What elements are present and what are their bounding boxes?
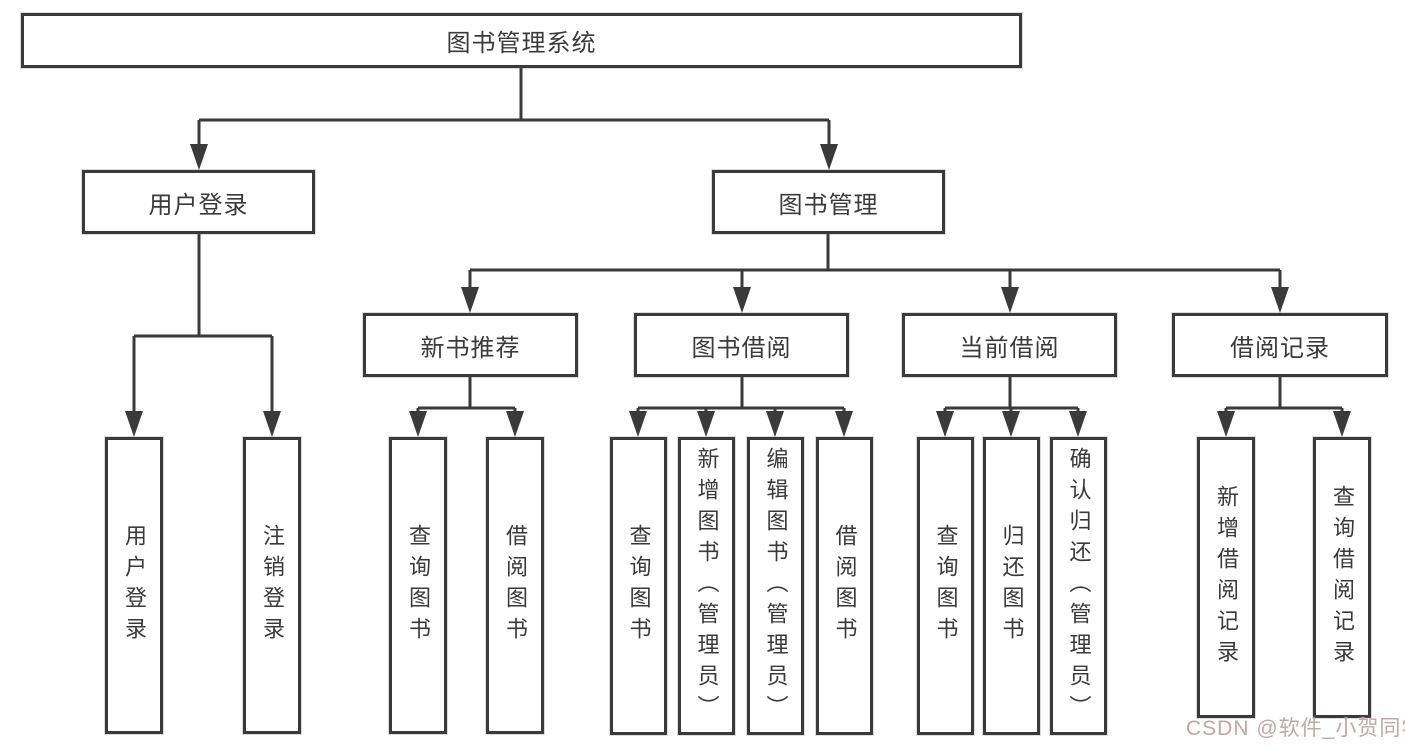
- leaf-borrow-books-recommend: 借阅图书: [486, 437, 544, 734]
- leaf-borrow-books: 借阅图书: [816, 437, 873, 735]
- connector-root-to-level2: [197, 68, 831, 146]
- node-new-book-recommend: 新书推荐: [363, 313, 578, 377]
- node-book-management: 图书管理: [712, 170, 945, 234]
- leaf-add-books-admin: 新增图书（管理员）: [678, 437, 735, 735]
- arrow-down-icon: [409, 411, 427, 437]
- node-book-borrow: 图书借阅: [634, 313, 849, 377]
- leaf-query-books-current: 查询图书: [917, 437, 974, 735]
- connector-current-borrow-children: [943, 377, 1080, 413]
- connector-book-borrow-children: [636, 377, 846, 413]
- connector-user-login-children: [132, 234, 274, 413]
- node-root: 图书管理系统: [21, 13, 1022, 68]
- arrow-down-icon: [190, 144, 208, 170]
- leaf-add-borrow-record: 新增借阅记录: [1197, 437, 1255, 718]
- node-current-borrow: 当前借阅: [902, 313, 1117, 377]
- leaf-user-login: 用户登录: [105, 437, 163, 734]
- arrow-down-icon: [766, 411, 784, 437]
- leaf-confirm-return-admin: 确认归还（管理员）: [1050, 437, 1107, 735]
- arrow-down-icon: [1002, 411, 1020, 437]
- arrow-down-icon: [506, 411, 524, 437]
- arrow-down-icon: [1271, 287, 1289, 313]
- arrow-down-icon: [936, 411, 954, 437]
- arrow-down-icon: [1001, 287, 1019, 313]
- connector-borrow-record-children: [1224, 377, 1344, 413]
- leaf-query-books-borrow: 查询图书: [610, 437, 667, 735]
- leaf-query-books-recommend: 查询图书: [389, 437, 447, 734]
- watermark: CSDN @软件_小贺同学: [1186, 717, 1405, 740]
- connector-book-mgmt-to-level3: [468, 234, 1282, 289]
- arrow-down-icon: [835, 411, 853, 437]
- arrow-down-icon: [1217, 411, 1235, 437]
- leaf-edit-books-admin: 编辑图书（管理员）: [747, 437, 804, 735]
- arrow-down-icon: [629, 411, 647, 437]
- arrow-down-icon: [1333, 411, 1351, 437]
- leaf-logout: 注销登录: [243, 437, 301, 734]
- arrow-down-icon: [1069, 411, 1087, 437]
- arrow-down-icon: [820, 144, 838, 170]
- leaf-return-books: 归还图书: [983, 437, 1040, 735]
- node-borrow-records: 借阅记录: [1172, 313, 1388, 377]
- connector-new-book-children: [416, 377, 517, 413]
- node-user-login: 用户登录: [82, 170, 315, 234]
- arrow-down-icon: [733, 287, 751, 313]
- arrow-down-icon: [697, 411, 715, 437]
- arrow-down-icon: [461, 287, 479, 313]
- arrow-down-icon: [263, 411, 281, 437]
- arrowheads: [125, 144, 1351, 437]
- leaf-query-borrow-record: 查询借阅记录: [1313, 437, 1371, 718]
- arrow-down-icon: [125, 411, 143, 437]
